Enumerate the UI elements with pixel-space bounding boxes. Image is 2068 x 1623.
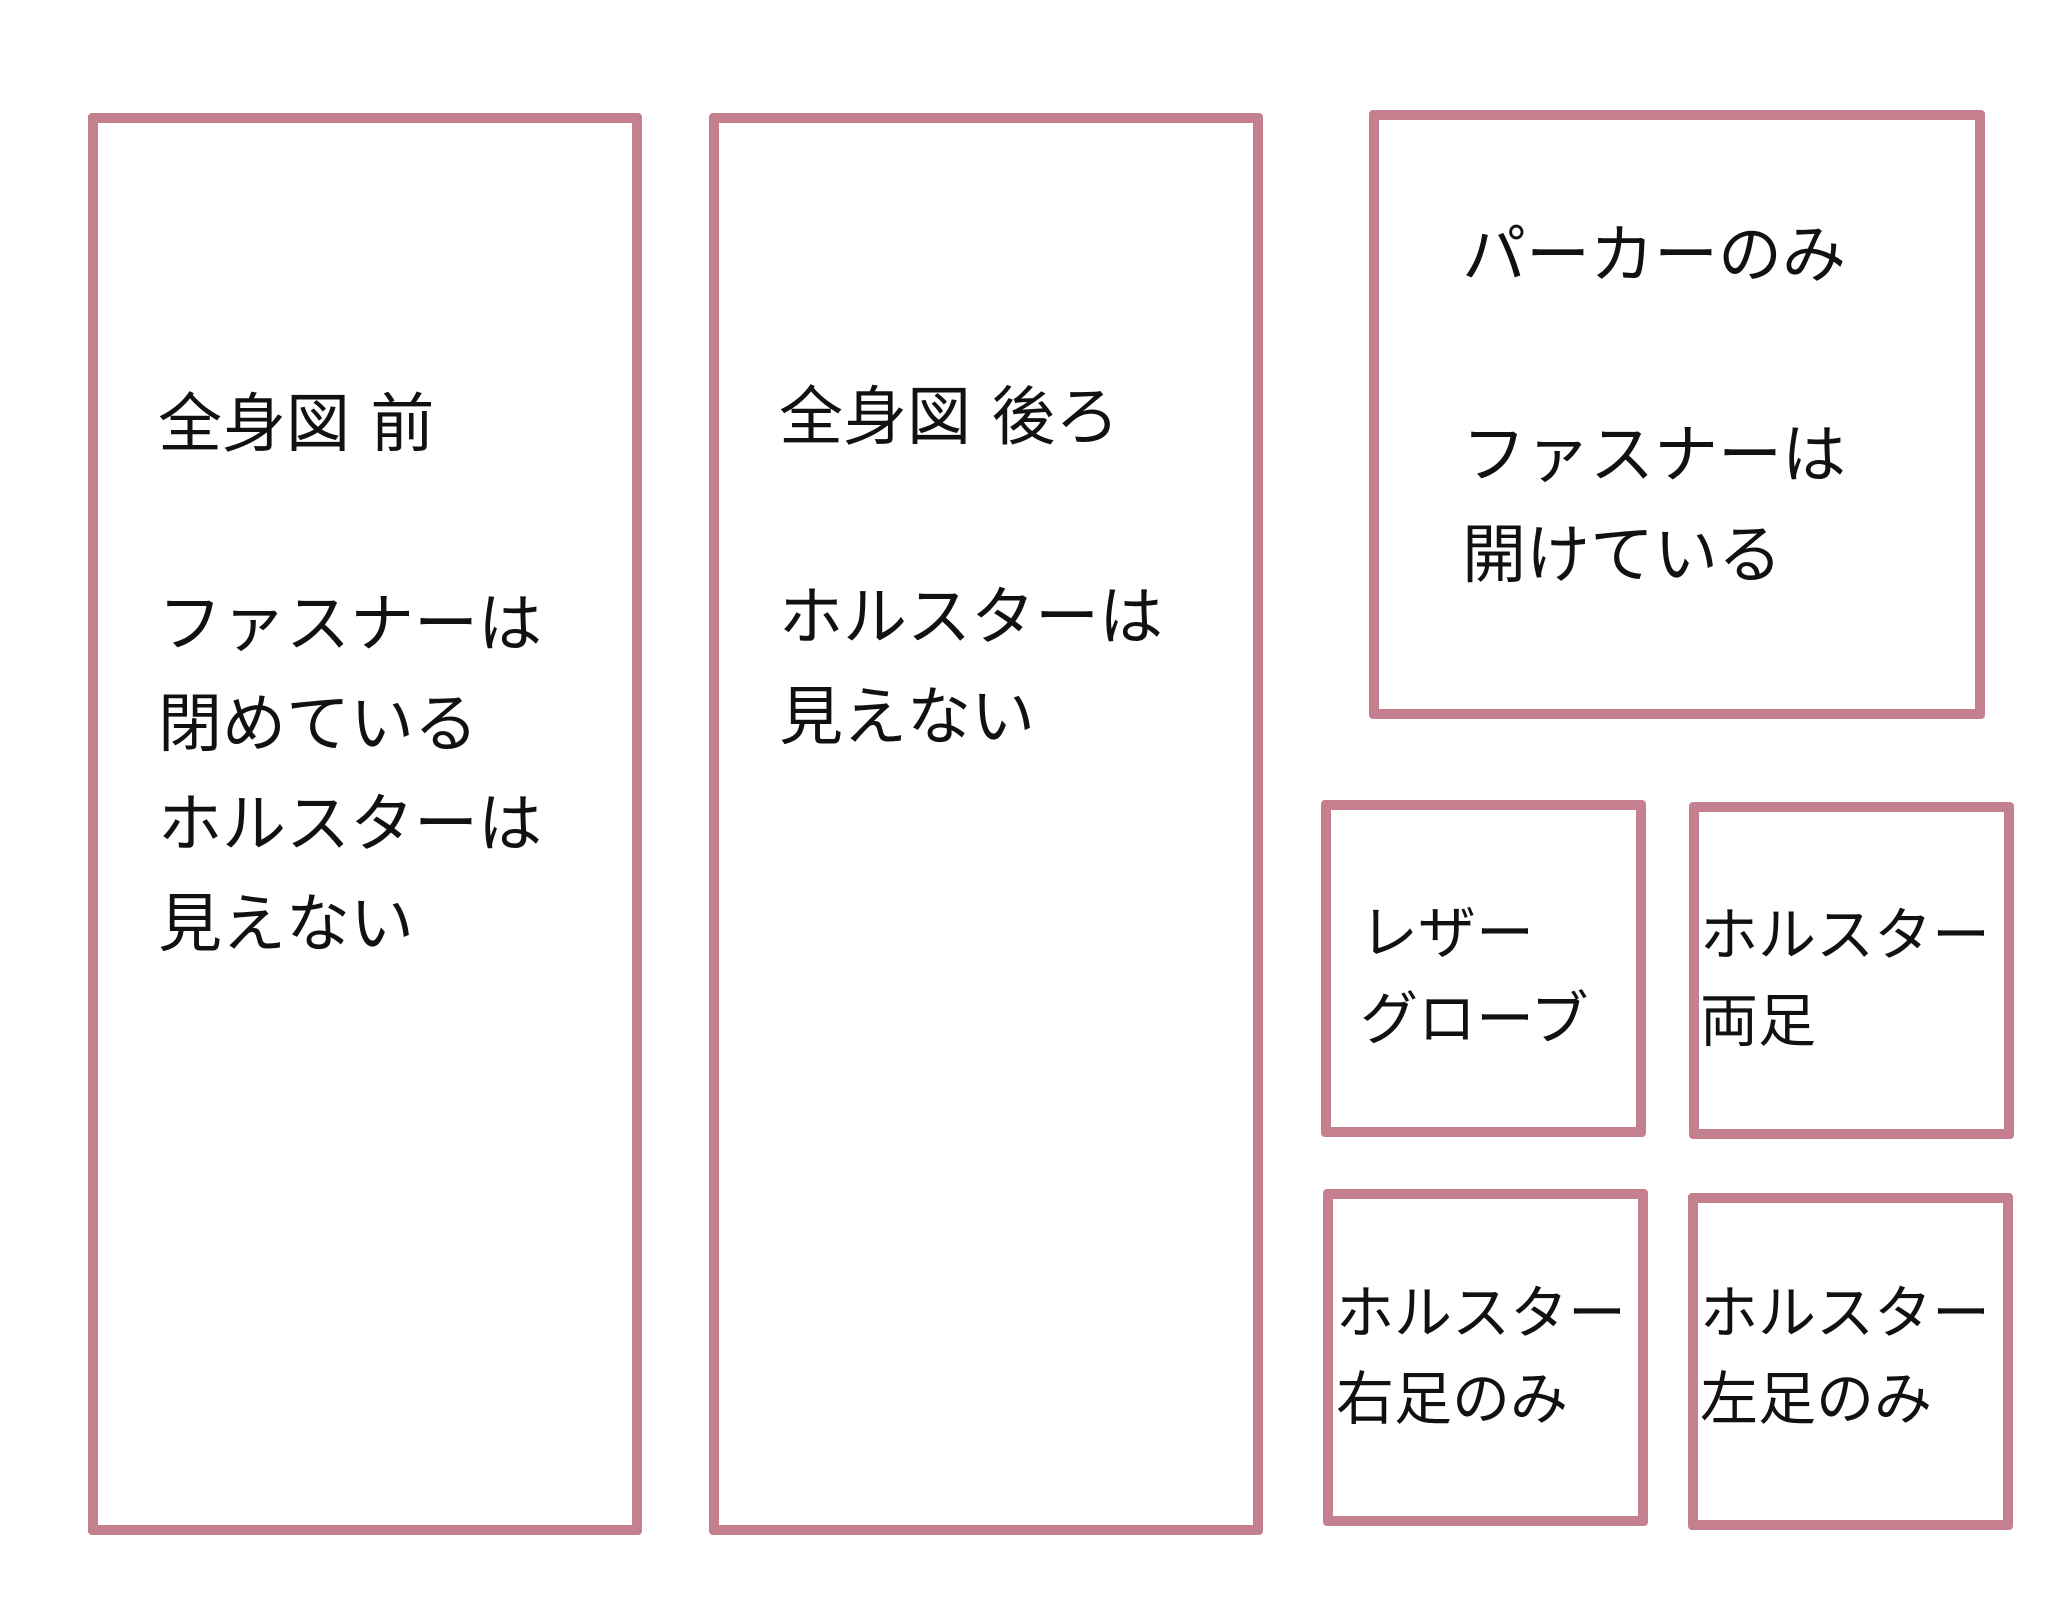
holster-left-panel-line-1: ホルスター bbox=[1700, 1279, 1991, 1347]
parka-only-panel bbox=[1369, 110, 1985, 719]
holster-left-leg-panel bbox=[1688, 1193, 2013, 1530]
front-panel-line-4: 見えない bbox=[158, 888, 414, 962]
front-panel-line-3: ホルスターは bbox=[158, 788, 542, 862]
holster-both-panel-line-2: 両足 bbox=[1700, 987, 1817, 1055]
parka-panel-text: パーカーのみ ファスナーは 開けている bbox=[1462, 206, 1846, 606]
front-full-body-panel bbox=[88, 113, 642, 1535]
holster-right-panel-line-2: 右足のみ bbox=[1336, 1365, 1569, 1433]
holster-both-panel-line-1: ホルスター bbox=[1700, 901, 1991, 969]
back-panel-title: 全身図 後ろ bbox=[779, 381, 1120, 455]
parka-panel-title: パーカーのみ bbox=[1462, 219, 1846, 293]
holster-both-legs-panel bbox=[1689, 802, 2014, 1139]
holster-both-panel-text: ホルスター 両足 bbox=[1700, 892, 1990, 1064]
front-panel-line-1: ファスナーは bbox=[158, 588, 542, 662]
parka-panel-line-2: 開けている bbox=[1462, 519, 1782, 593]
holster-right-leg-panel bbox=[1323, 1189, 1648, 1526]
holster-left-panel-text: ホルスター 左足のみ bbox=[1700, 1270, 1990, 1442]
holster-right-panel-line-1: ホルスター bbox=[1336, 1279, 1627, 1347]
front-panel-line-2: 閉めている bbox=[158, 688, 478, 762]
back-panel-line-1: ホルスターは bbox=[779, 581, 1163, 655]
gloves-panel-line-1: レザー bbox=[1360, 899, 1535, 967]
gloves-panel-line-2: グローブ bbox=[1360, 985, 1589, 1053]
back-full-body-panel bbox=[709, 113, 1263, 1535]
holster-right-panel-text: ホルスター 右足のみ bbox=[1336, 1270, 1626, 1442]
back-panel-text: 全身図 後ろ ホルスターは 見えない bbox=[779, 368, 1163, 768]
parka-panel-line-1: ファスナーは bbox=[1462, 419, 1846, 493]
front-panel-text: 全身図 前 ファスナーは 閉めている ホルスターは 見えない bbox=[158, 375, 542, 975]
gloves-panel-text: レザー グローブ bbox=[1360, 890, 1589, 1062]
leather-gloves-panel bbox=[1321, 800, 1646, 1137]
holster-left-panel-line-2: 左足のみ bbox=[1700, 1365, 1933, 1433]
front-panel-title: 全身図 前 bbox=[158, 388, 435, 462]
back-panel-line-2: 見えない bbox=[779, 681, 1035, 755]
